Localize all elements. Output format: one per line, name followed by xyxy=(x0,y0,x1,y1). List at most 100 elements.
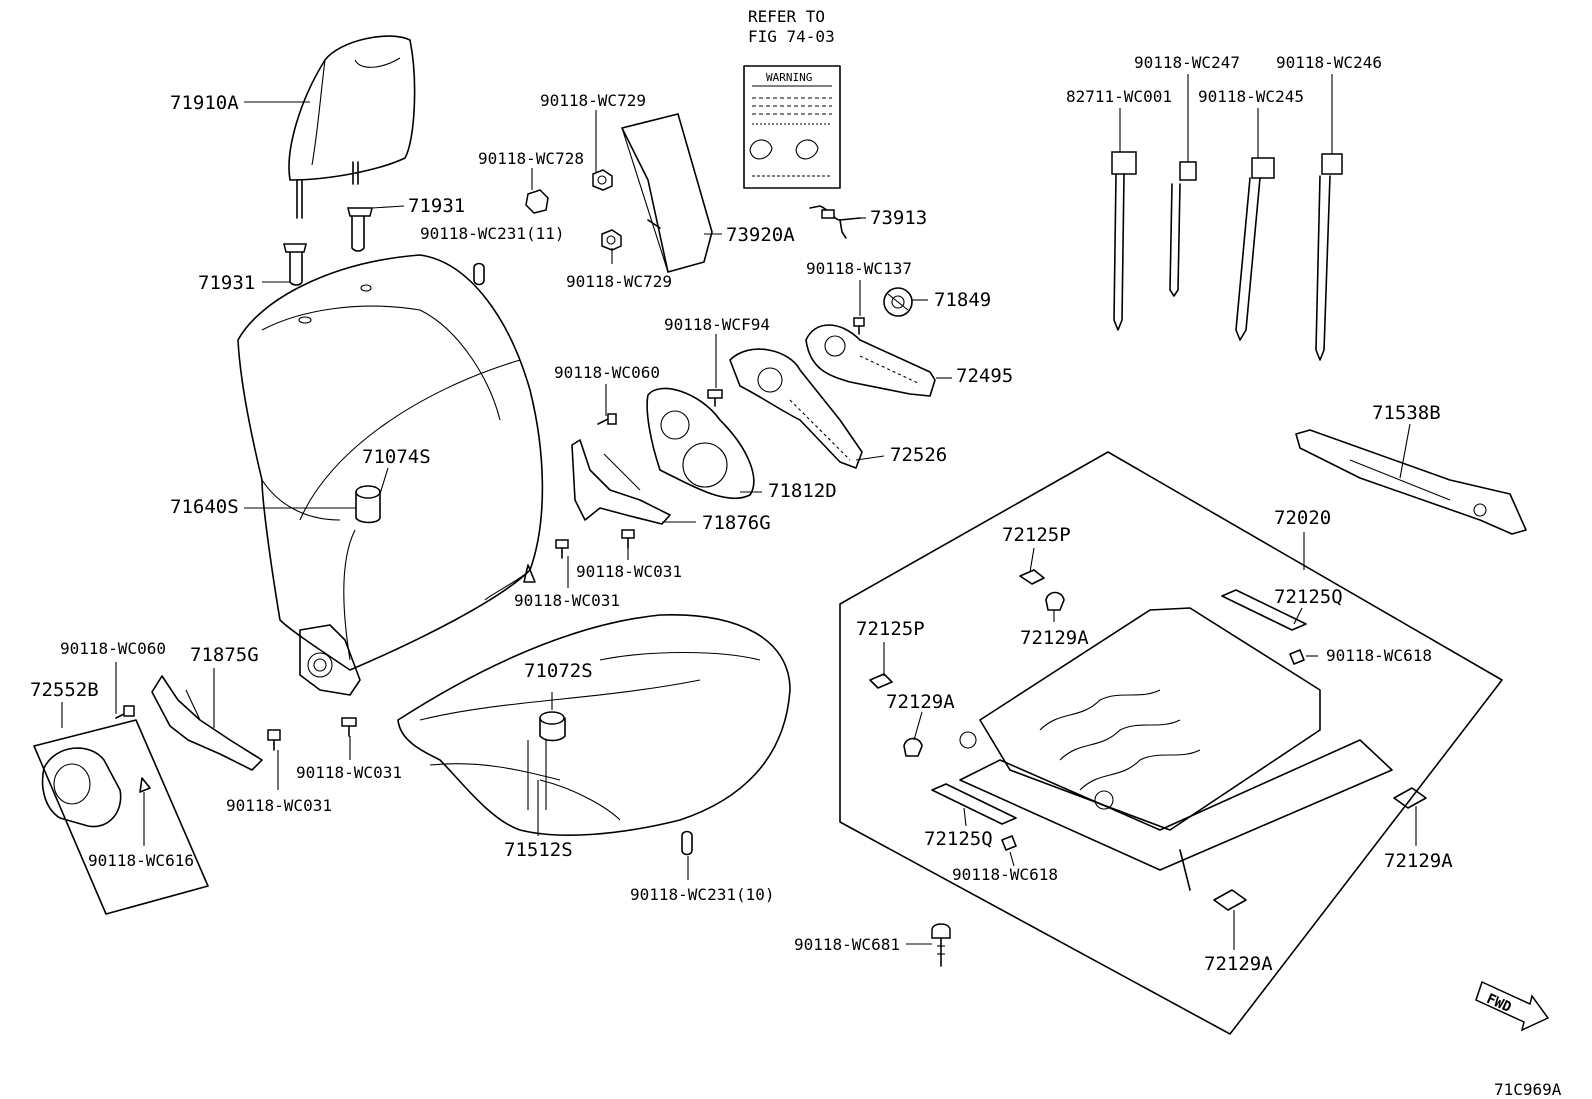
clip-72129a-right xyxy=(1393,787,1427,809)
label-cover-72552b: 72552B xyxy=(30,679,99,701)
screw-wcf94 xyxy=(707,389,723,407)
clip-wc231-10 xyxy=(681,830,693,856)
label-refer-line2: FIG 74-03 xyxy=(748,27,835,46)
label-clip-wc231-11: 90118-WC231(11) xyxy=(420,224,565,243)
clip-wc618-bottom xyxy=(1001,835,1017,851)
label-clip-wc618-bottom: 90118-WC618 xyxy=(952,865,1058,884)
side-airbag xyxy=(621,113,713,273)
recliner-mechanism xyxy=(299,564,536,696)
cable-tie-wc247 xyxy=(1169,161,1197,297)
label-cover-72526: 72526 xyxy=(890,444,947,466)
knob-71849 xyxy=(883,287,913,317)
label-screw-wcf94: 90118-WCF94 xyxy=(664,315,770,334)
clip-72129a-left xyxy=(903,737,923,757)
headrest-part xyxy=(288,35,416,219)
label-guide-upper: 71931 xyxy=(408,195,465,217)
label-shield-71812d: 71812D xyxy=(768,480,837,502)
bolt-wc031-b xyxy=(555,539,569,559)
label-clip-72129a-left: 72129A xyxy=(886,691,955,713)
label-clip-72125p-top: 72125P xyxy=(1002,524,1071,546)
seat-cushion-cover xyxy=(397,614,791,836)
clip-72129a-top xyxy=(1045,591,1065,611)
headrest-guide-lower xyxy=(283,243,307,286)
nut-wc728 xyxy=(525,189,549,214)
label-clip-72125q-bottom: 72125Q xyxy=(924,828,993,850)
label-tie-wc245: 90118-WC245 xyxy=(1198,87,1304,106)
label-bolt-wc681: 90118-WC681 xyxy=(794,935,900,954)
cover-72552b-box xyxy=(33,719,209,915)
cable-tie-wc245 xyxy=(1235,157,1275,341)
clip-72125q-top xyxy=(1221,589,1307,631)
label-back-cover: 71640S xyxy=(170,496,239,518)
label-frame: 72020 xyxy=(1274,507,1331,529)
label-nut-wc729-top: 90118-WC729 xyxy=(540,91,646,110)
clip-72125p-left xyxy=(869,673,893,689)
bolt-wc031-d xyxy=(341,717,357,737)
seat-cushion-guide xyxy=(527,711,566,810)
label-screw-wc060-mid: 90118-WC060 xyxy=(554,363,660,382)
bolt-wc031-c xyxy=(267,729,281,751)
nut-wc729-bottom xyxy=(601,229,622,251)
label-clip-72129a-top: 72129A xyxy=(1020,627,1089,649)
clip-72125q-bottom xyxy=(931,783,1017,825)
label-shield-71876g: 71876G xyxy=(702,512,771,534)
label-nut-wc728: 90118-WC728 xyxy=(478,149,584,168)
label-bolt-wc031-d: 90118-WC031 xyxy=(296,763,402,782)
label-nut-wc729-bottom: 90118-WC729 xyxy=(566,272,672,291)
lever-72495 xyxy=(805,324,936,397)
clip-72125p-top xyxy=(1019,569,1045,585)
label-screw-wc137: 90118-WC137 xyxy=(806,259,912,278)
screw-wc060-mid xyxy=(597,413,617,425)
label-shield-71875g: 71875G xyxy=(190,644,259,666)
label-bolt-wc031-a: 90118-WC031 xyxy=(576,562,682,581)
label-clip-wc616: 90118-WC616 xyxy=(88,851,194,870)
nut-wc729-top xyxy=(592,169,613,191)
label-tie-wc001: 82711-WC001 xyxy=(1066,87,1172,106)
wire-harness-73913 xyxy=(809,205,861,239)
headrest-guide-upper xyxy=(347,207,373,252)
label-clip-wc618-right: 90118-WC618 xyxy=(1326,646,1432,665)
label-refer-line1: REFER TO xyxy=(748,7,825,26)
label-lever-72495: 72495 xyxy=(956,365,1013,387)
label-guide-lower: 71931 xyxy=(198,272,255,294)
label-knob-71849: 71849 xyxy=(934,289,991,311)
shield-71875g xyxy=(151,675,263,771)
label-figure-code: 71C969A xyxy=(1494,1080,1562,1099)
label-clip-72129a-bottom: 72129A xyxy=(1204,953,1273,975)
label-clip-wc231-10: 90118-WC231(10) xyxy=(630,885,775,904)
clip-wc618-right xyxy=(1289,649,1305,665)
leader-lines xyxy=(61,74,1417,950)
seat-back-guide xyxy=(355,485,381,524)
label-clip-72125q-top: 72125Q xyxy=(1274,586,1343,608)
screw-wc137 xyxy=(853,317,865,335)
shield-71876g xyxy=(571,439,671,525)
label-bolt-wc031-b: 90118-WC031 xyxy=(514,591,620,610)
label-tie-wc246: 90118-WC246 xyxy=(1276,53,1382,72)
label-headrest: 71910A xyxy=(170,92,239,114)
label-clip-72125p-left: 72125P xyxy=(856,618,925,640)
label-guide-71074s: 71074S xyxy=(362,446,431,468)
label-rail-cover: 71538B xyxy=(1372,402,1441,424)
label-clip-72129a-right: 72129A xyxy=(1384,850,1453,872)
label-screw-wc060-left: 90118-WC060 xyxy=(60,639,166,658)
bolt-wc681 xyxy=(931,923,951,967)
cable-tie-wc246 xyxy=(1315,153,1343,361)
rail-cover-71538b xyxy=(1295,429,1527,535)
clip-wc231-11 xyxy=(473,262,485,286)
clip-72129a-bottom xyxy=(1213,889,1247,911)
fwd-arrow-icon xyxy=(1475,980,1550,1032)
label-tie-wc247: 90118-WC247 xyxy=(1134,53,1240,72)
label-bolt-wc031-c: 90118-WC031 xyxy=(226,796,332,815)
cover-72526 xyxy=(729,348,863,469)
frame-72020-box xyxy=(839,451,1503,1035)
label-wire-73913: 73913 xyxy=(870,207,927,229)
label-airbag: 73920A xyxy=(726,224,795,246)
label-warning: WARNING xyxy=(766,71,812,84)
bolt-wc031-a xyxy=(621,529,635,549)
label-cushion-guide: 71072S xyxy=(524,660,593,682)
shield-71812d xyxy=(646,387,755,500)
screw-wc060-left xyxy=(115,705,135,719)
cable-tie-82711 xyxy=(1111,151,1137,331)
label-cushion-cover: 71512S xyxy=(504,839,573,861)
